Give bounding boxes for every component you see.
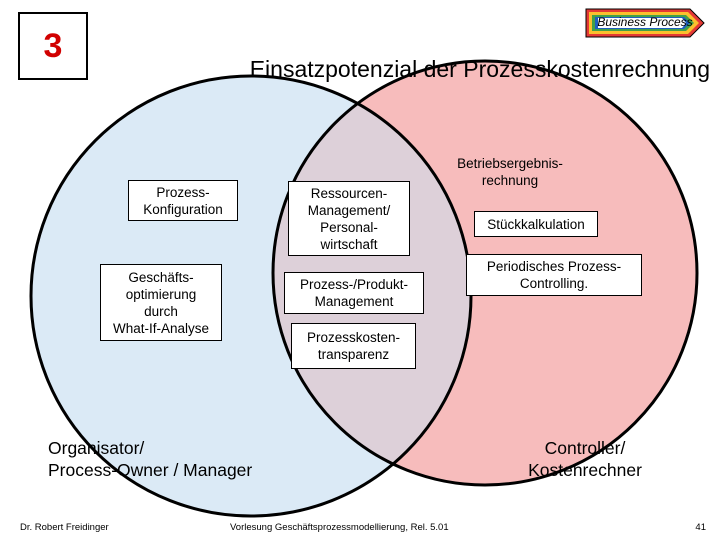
- venn-item-periodisches-prozess-controlling: Periodisches Prozess- Controlling.: [466, 254, 642, 296]
- business-process-label: Business Process: [597, 15, 693, 29]
- venn-item-prozesskostentransparenz: Prozesskosten- transparenz: [291, 323, 416, 369]
- slide-title: Einsatzpotenzial der Prozesskostenrechnu…: [249, 56, 710, 82]
- venn-item-prozess-konfiguration: Prozess- Konfiguration: [128, 180, 238, 221]
- slide-number: 3: [43, 26, 63, 65]
- venn-item-ressourcen-management: Ressourcen- Management/ Personal- wirtsc…: [288, 181, 410, 256]
- footer-lecture: Vorlesung Geschäftsprozessmodellierung, …: [230, 522, 449, 533]
- business-process-badge: [585, 8, 705, 38]
- overlap-region: [273, 76, 471, 485]
- venn-item-betriebsergebnisrechnung: Betriebsergebnis- rechnung: [457, 156, 563, 188]
- slide-number-box: 3: [18, 12, 88, 80]
- venn-item-prozess-produkt-management: Prozess-/Produkt- Management: [284, 272, 424, 314]
- footer-author: Dr. Robert Freidinger: [20, 522, 109, 533]
- footer-page-number: 41: [695, 522, 706, 533]
- right-role-label: Controller/ Kostenrechner: [528, 438, 642, 480]
- venn-item-stueckkalkulation: Stückkalkulation: [474, 211, 598, 237]
- venn-item-geschaeftsoptimierung: Geschäfts- optimierung durch What-If-Ana…: [100, 264, 222, 341]
- left-role-label: Organisator/ Process-Owner / Manager: [48, 438, 253, 480]
